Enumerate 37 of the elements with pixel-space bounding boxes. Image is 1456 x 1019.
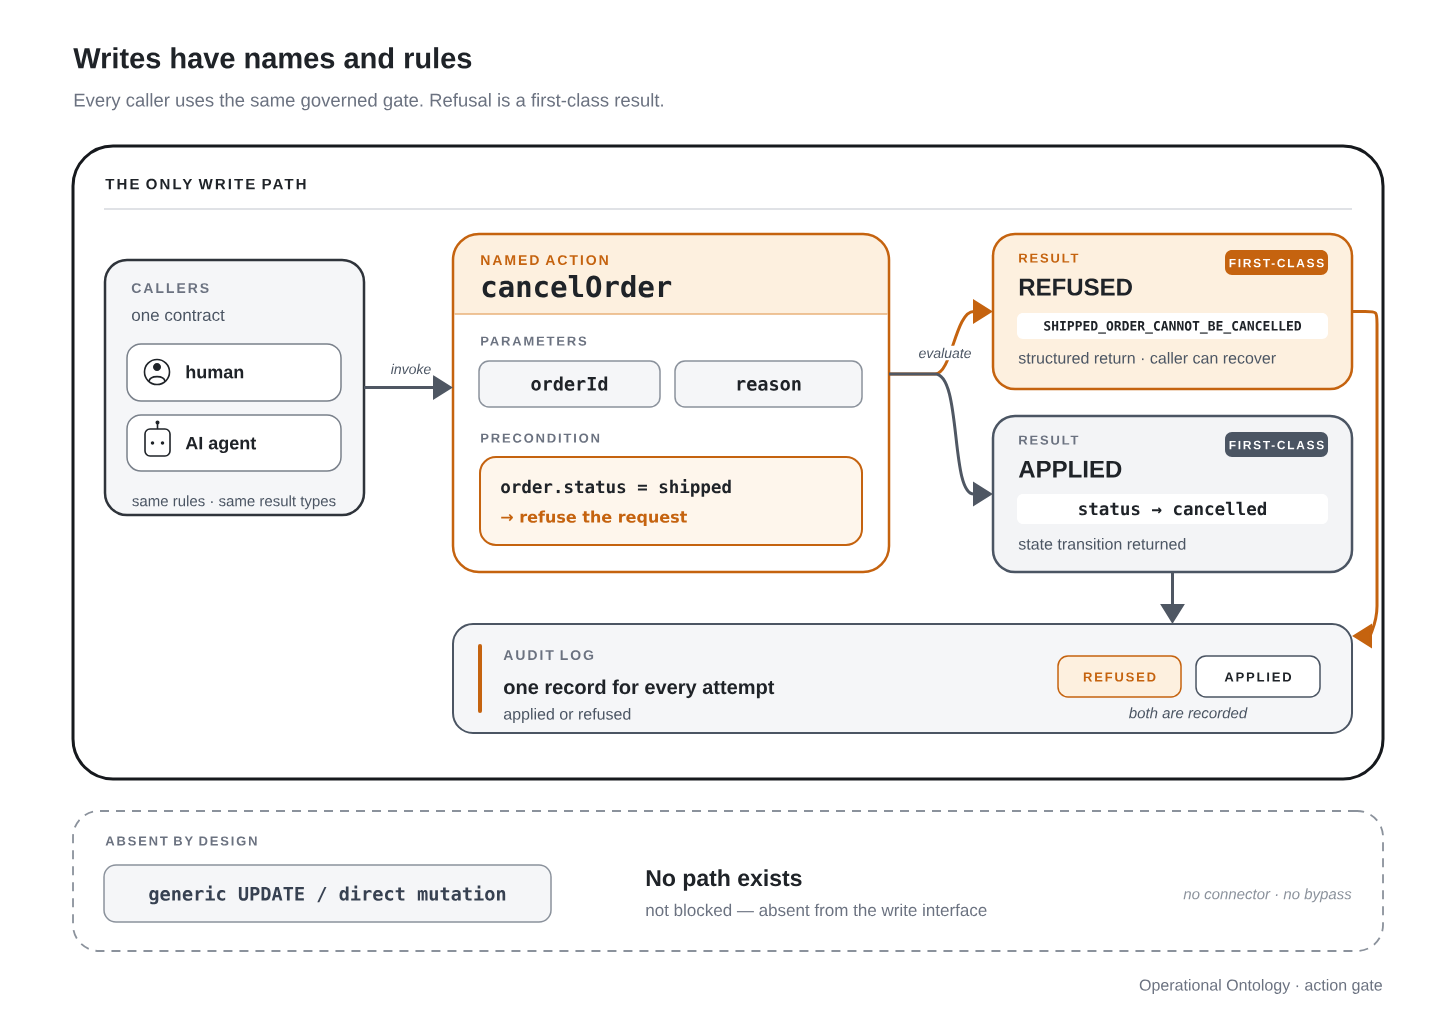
heading: one record for every attempt	[504, 679, 775, 699]
section-label: PRECONDITION	[481, 433, 600, 443]
section-label: AUDIT LOG	[503, 650, 594, 661]
body-text: state transition returned	[1018, 538, 1186, 550]
badge: FIRST-CLASS	[1225, 250, 1328, 275]
body-text: applied or refused	[503, 708, 631, 723]
body-text: structured return · caller can recover	[1018, 352, 1276, 364]
section-label: NAMED ACTION	[481, 255, 608, 266]
body-text: one contract	[132, 309, 225, 322]
parameter-box: orderId	[478, 360, 661, 408]
condition-box: order.status = shipped → refuse the request	[479, 456, 863, 546]
footer-text: Operational Ontology · action gate	[1139, 979, 1382, 994]
heading: APPLIED	[1018, 460, 1122, 478]
section-label: CALLERS	[131, 283, 209, 294]
title: Writes have names and rules	[73, 47, 472, 69]
section-label: PARAMETERS	[481, 336, 587, 346]
section-label: ABSENT BY DESIGN	[105, 836, 257, 846]
heading: REFUSED	[1019, 278, 1132, 296]
badge: REFUSED	[1057, 655, 1182, 698]
note-text: no connector · no bypass	[1183, 888, 1352, 903]
caller-box: AI agent	[126, 414, 342, 472]
caption: Every caller uses the same governed gate. Refusal is a first-class result.	[74, 93, 663, 111]
code-strip: SHIPPED_ORDER_CANNOT_BE_CANCELLED	[1017, 313, 1328, 339]
code-heading: cancelOrder	[482, 275, 672, 298]
note-text: both are recorded	[1129, 707, 1248, 719]
body-text: not blocked — absent from the write interface	[646, 903, 987, 917]
caller-box: human	[126, 343, 342, 402]
badge: FIRST-CLASS	[1225, 432, 1328, 457]
section-label: RESULT	[1019, 253, 1079, 263]
code-box: generic UPDATE / direct mutation	[103, 864, 552, 923]
parameter-box: reason	[674, 360, 863, 408]
badge: APPLIED	[1195, 655, 1321, 698]
section-label: RESULT	[1019, 435, 1079, 445]
code-strip: status → cancelled	[1017, 494, 1328, 524]
section-label: THE ONLY WRITE PATH	[105, 178, 306, 190]
note-text: same rules · same result types	[132, 495, 336, 510]
heading: No path exists	[646, 869, 802, 891]
